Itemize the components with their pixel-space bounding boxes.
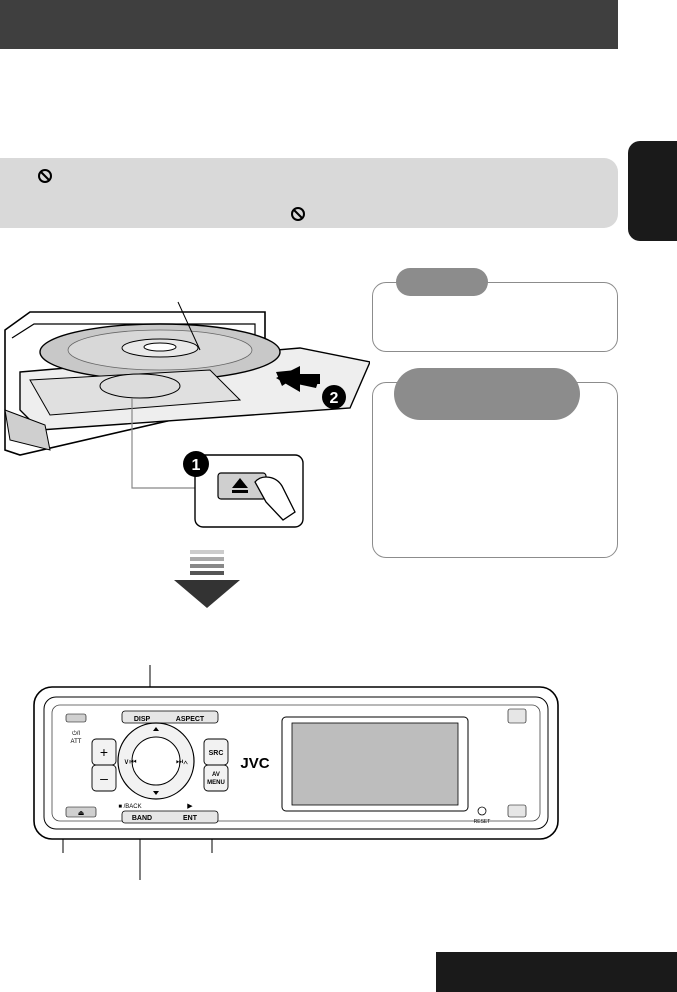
finger-icon xyxy=(254,476,296,521)
band-label: BAND xyxy=(132,815,152,822)
right-lower-button[interactable] xyxy=(507,804,527,818)
disp-button[interactable] xyxy=(121,710,219,724)
step-2-number: 2 xyxy=(330,390,339,407)
av-menu-button[interactable] xyxy=(203,764,229,792)
language-tab xyxy=(628,141,677,241)
step-1-number: 1 xyxy=(192,457,201,474)
section-header-bar xyxy=(0,0,618,49)
volume-down-button[interactable] xyxy=(91,764,117,792)
disc-loading-illustration: 2 1 xyxy=(4,301,370,528)
right-upper-button[interactable] xyxy=(507,708,527,724)
step-2-badge xyxy=(322,385,346,409)
brand-logo: JVC xyxy=(240,755,269,772)
back-label: ■ /BACK xyxy=(118,804,141,810)
eject-button[interactable] xyxy=(65,806,97,818)
page-number-block xyxy=(436,952,677,992)
minus-icon: – xyxy=(100,770,108,786)
av-label: AV xyxy=(212,772,220,778)
ent-label: ENT xyxy=(183,815,198,822)
prev-track-icon: ∨⏮ xyxy=(123,757,136,766)
control-panel-illustration: DISP ASPECT ⏻/I ATT + – ∨⏮ ⏭∧ SRC AV MEN… xyxy=(33,665,559,880)
plus-icon: + xyxy=(100,744,108,760)
menu-label: MENU xyxy=(207,780,225,786)
info-box-upper-title-pill xyxy=(396,268,488,296)
reset-button[interactable] xyxy=(477,806,487,816)
step-1-badge xyxy=(183,451,209,477)
band-ent-button[interactable] xyxy=(121,810,219,824)
next-track-icon: ⏭∧ xyxy=(176,757,188,766)
src-label: SRC xyxy=(209,750,224,757)
down-arrow-small-icon xyxy=(153,791,159,795)
prohibited-icon xyxy=(291,207,305,221)
info-box-lower-title-pill xyxy=(394,368,580,420)
att-label: ATT xyxy=(71,739,82,745)
play-label: ▶ xyxy=(187,803,193,810)
prohibited-icon xyxy=(38,169,52,183)
eject-icon: ⏏ xyxy=(78,810,85,817)
up-arrow-icon xyxy=(153,727,159,731)
down-arrow-icon xyxy=(174,550,240,608)
reset-label: RESET xyxy=(474,819,491,825)
aspect-label: ASPECT xyxy=(176,716,205,723)
caution-box xyxy=(0,158,618,228)
att-power-label: ⏻/I xyxy=(72,730,80,737)
disp-label: DISP xyxy=(134,716,151,723)
